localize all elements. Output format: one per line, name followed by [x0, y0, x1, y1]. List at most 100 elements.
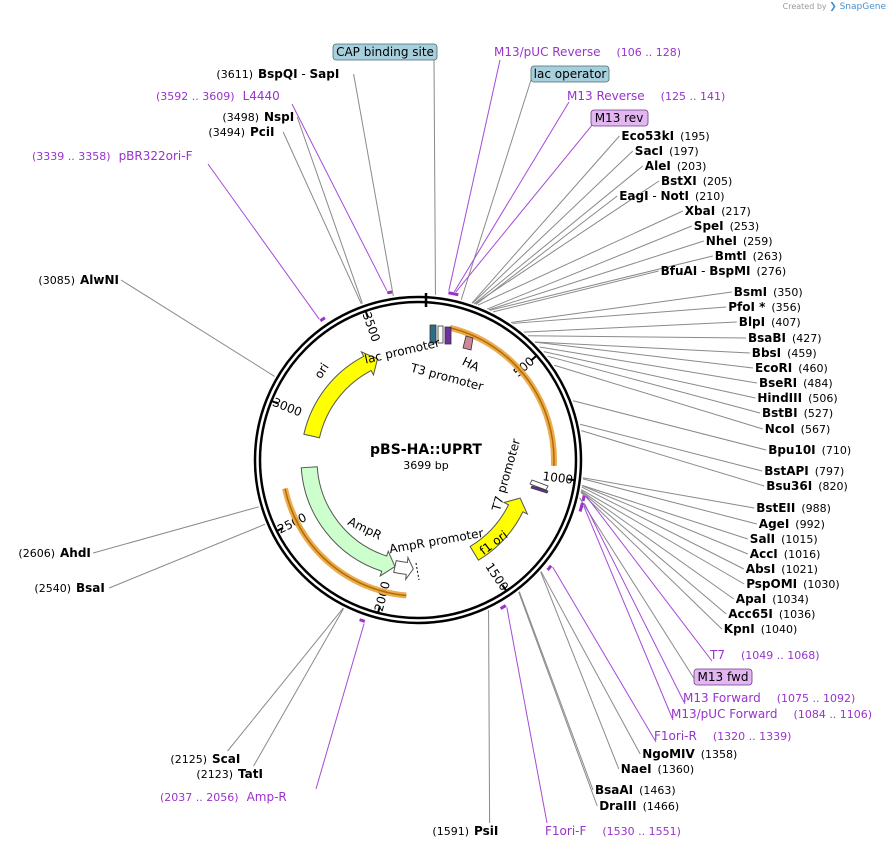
enzyme-position: (210) [695, 190, 725, 203]
leader-line [296, 116, 363, 304]
enzyme-position: (2540) [34, 582, 71, 595]
enzyme-position: (527) [804, 407, 834, 420]
enzyme-position: (1021) [781, 563, 818, 576]
plasmid-name: pBS-HA::UPRT [370, 442, 482, 458]
enzyme-position: (195) [680, 130, 710, 143]
tick-label: 3500 [360, 310, 383, 343]
primer-leader-line [315, 623, 365, 790]
enzyme-spei: SpeI(253) [694, 219, 759, 233]
primer-label-text: M13 Forward(1075 .. 1092) [683, 691, 855, 705]
enzyme-name-text: BstXI(205) [661, 174, 732, 188]
leader-line [581, 430, 765, 487]
enzyme-position: (1015) [781, 533, 818, 546]
enzyme-name-text: PfoI *(356) [728, 300, 801, 314]
enzyme-eagi: EagI - NotI(210) [619, 189, 724, 203]
enzyme-name: BmtI [715, 249, 747, 263]
enzyme-name: BstEII [756, 501, 795, 515]
enzyme-position: (1463) [639, 784, 676, 797]
tick-mark [501, 584, 508, 592]
enzyme-name-text: BsaBI(427) [748, 331, 822, 345]
primer-range: (3592 .. 3609) [156, 90, 235, 103]
tick-mark [530, 354, 538, 362]
enzyme-name-text: BstAPI(797) [764, 464, 844, 478]
enzyme-name: BseRI [759, 376, 797, 390]
leader-line [539, 346, 758, 384]
primer-name: M13/pUC Forward [671, 707, 778, 721]
enzyme-name-text: EcoRI(460) [755, 361, 828, 375]
ori-label: ori [312, 360, 332, 381]
primer-leader-line [453, 101, 570, 293]
enzyme-name: NgoMIV [642, 747, 695, 761]
primer-range: (125 .. 141) [661, 90, 726, 103]
enzyme-position: (259) [743, 235, 773, 248]
m13-rev-text: M13 rev [595, 111, 644, 125]
primer-label-text: (3592 .. 3609)L4440 [156, 89, 280, 103]
ori-arrow [303, 350, 379, 439]
leader-line [460, 79, 532, 300]
enzyme-name-text: XbaI(217) [685, 204, 751, 218]
enzyme-name: NheI [706, 234, 737, 248]
enzyme-bmti: BmtI(263) [715, 249, 782, 263]
enzyme-name-text: ScaI [212, 752, 240, 766]
enzyme-position: (1036) [779, 608, 816, 621]
primer-name: M13/pUC Reverse [494, 45, 601, 59]
enzyme-name-text: BlpI(407) [739, 315, 801, 329]
tick-mark [567, 478, 575, 482]
enzyme-name-text: PsiI [474, 824, 498, 838]
leader-line [473, 165, 644, 305]
primer-label-text: (3339 .. 3358)pBR322ori-F [32, 149, 193, 163]
enzyme-name-text: AgeI(992) [759, 517, 825, 531]
enzyme-name-text: BspQI - SapI [258, 67, 339, 81]
site-labels: Eco53kI(195)SacI(197)AleI(203)BstXI(205)… [18, 45, 872, 838]
primer-name: M13 Reverse [567, 89, 645, 103]
leader-line [488, 240, 704, 311]
leader-line [120, 279, 275, 377]
brand-name: SnapGene [839, 2, 886, 12]
tick-label: 2000 [372, 580, 393, 613]
ampr-dotted-marker [415, 562, 420, 581]
enzyme-name-text: NaeI(1360) [621, 762, 694, 776]
enzyme-position: (567) [801, 423, 831, 436]
enzyme-bsteii: BstEII(988) [756, 501, 831, 515]
enzyme-position: (797) [815, 465, 845, 478]
enzyme-bsmi: BsmI(350) [734, 285, 803, 299]
enzyme-name-text: AhdI [60, 546, 91, 560]
enzyme-name: BsmI [734, 285, 767, 299]
enzyme-name-text: NgoMIV (1358) [642, 747, 737, 761]
enzyme-name-text: PspOMI(1030) [746, 577, 840, 591]
enzyme-ncoi: NcoI(567) [765, 422, 830, 436]
enzyme-bfuai: BfuAI - BspMI(276) [661, 264, 787, 278]
enzyme-position: (407) [771, 316, 801, 329]
enzyme-eco53ki: Eco53kI(195) [621, 129, 709, 143]
enzyme-name-text: Eco53kI(195) [621, 129, 709, 143]
ampr-promoter-label: AmpR promoter [388, 526, 484, 556]
primer-range: (1084 .. 1106) [794, 708, 873, 721]
enzyme-position: (276) [757, 265, 787, 278]
tick-mark [377, 605, 381, 614]
enzyme-name: SpeI [694, 219, 724, 233]
primer-name: pBR322ori-F [119, 149, 193, 163]
cap-binding-site-text: CAP binding site [336, 45, 434, 59]
primer-name: T7 [709, 648, 725, 662]
enzyme-name: ScaI [212, 752, 240, 766]
enzyme-kpni: KpnI(1040) [724, 622, 797, 636]
leader-line [581, 485, 748, 555]
enzyme-position: (1466) [643, 800, 680, 813]
enzyme-pcii: (3494)PciI [208, 125, 274, 139]
primer-label-text: T7(1049 .. 1068) [709, 648, 820, 662]
leader-lines [93, 59, 767, 824]
enzyme-position: (2606) [18, 547, 55, 560]
backbone-inner [258, 300, 578, 620]
backbone-outer [253, 295, 583, 625]
leader-line [543, 351, 756, 399]
leader-line [528, 335, 747, 339]
enzyme-name: NaeI [621, 762, 652, 776]
leader-line [433, 59, 436, 295]
leader-line [109, 523, 266, 589]
primer-leader-line [585, 495, 713, 662]
enzyme-name-text: DraIII(1466) [599, 799, 679, 813]
leader-line [477, 210, 684, 306]
enzyme-name: BfuAI [661, 264, 698, 278]
enzyme-position: (3085) [38, 274, 75, 287]
enzyme-position: (1358) [701, 748, 738, 761]
